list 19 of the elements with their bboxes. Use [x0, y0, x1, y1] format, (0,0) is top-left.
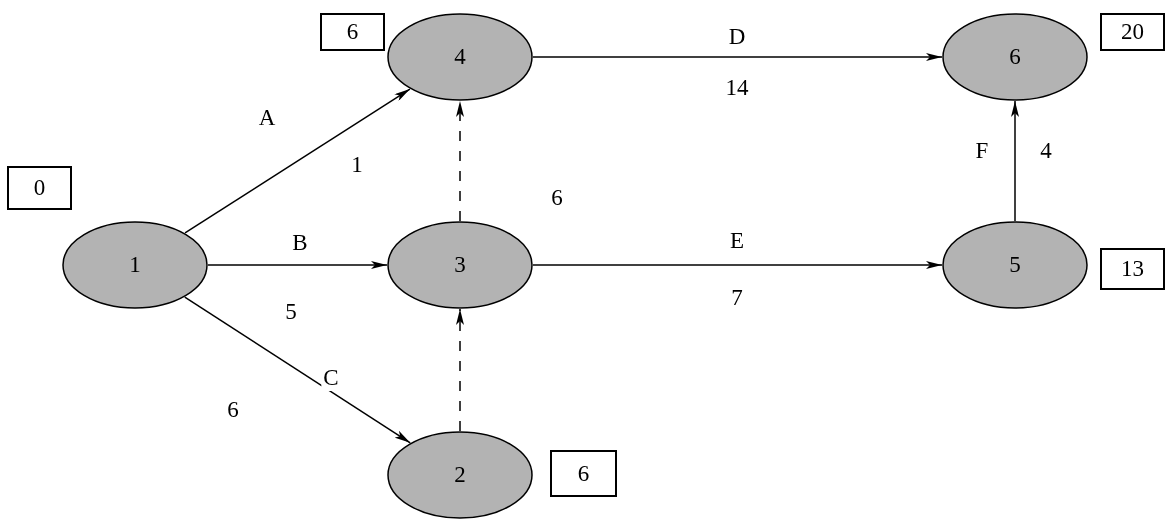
node-number: 2 — [454, 462, 466, 488]
arrow — [456, 100, 464, 222]
time-box: 13 — [1100, 248, 1165, 290]
arrow — [1011, 100, 1019, 222]
node-number: 1 — [129, 252, 141, 278]
arrow — [207, 261, 388, 269]
time-box: 6 — [320, 13, 385, 51]
arrow — [184, 296, 411, 444]
arrow — [532, 53, 943, 61]
node-number: 4 — [454, 44, 466, 70]
node-number: 5 — [1009, 252, 1021, 278]
arrow — [184, 88, 411, 234]
time-box: 6 — [550, 450, 617, 497]
time-box: 0 — [7, 166, 72, 210]
time-box: 20 — [1100, 13, 1165, 51]
arrow — [456, 308, 464, 432]
arrow — [532, 261, 943, 269]
node-number: 6 — [1009, 44, 1021, 70]
node-number: 3 — [454, 252, 466, 278]
